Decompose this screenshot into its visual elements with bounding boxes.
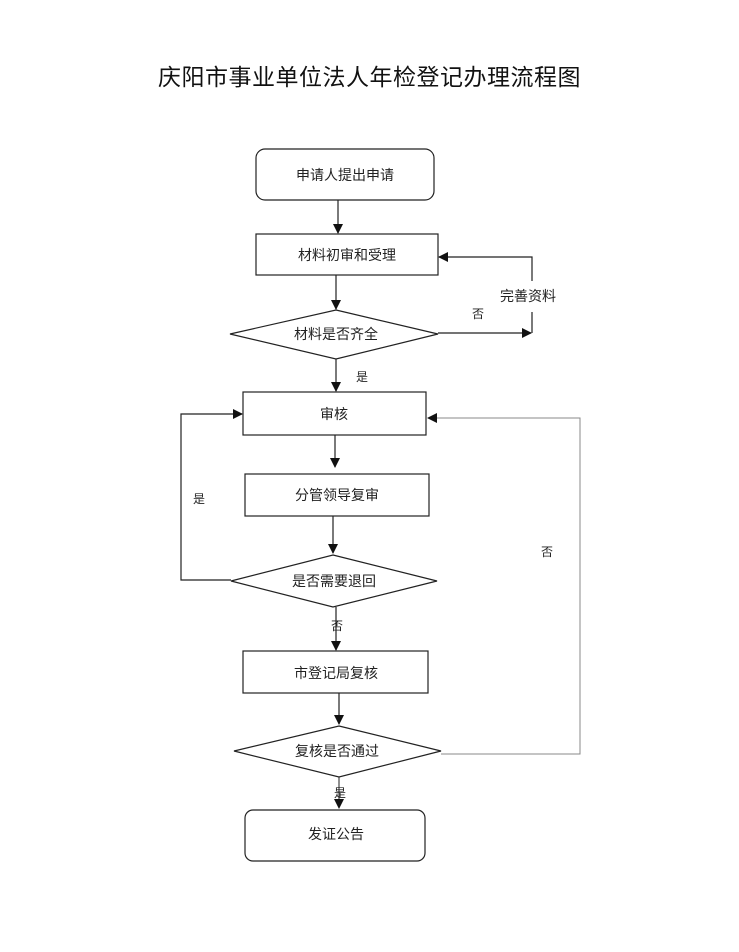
node-leader-review: 分管领导复审 (244, 473, 430, 517)
edge-return-yes (180, 409, 243, 581)
edge-label-return-yes: 是 (193, 492, 205, 506)
decision-materials-complete-label: 材料是否齐全 (294, 326, 378, 343)
node-leader-review-label: 分管领导复审 (295, 487, 379, 504)
decision-need-return: 是否需要退回 (230, 554, 438, 608)
edge-passed-no (427, 413, 581, 755)
decision-review-passed-label: 复核是否通过 (295, 743, 379, 760)
edge-label-passed-yes: 是 (334, 786, 346, 800)
edge-label-materials-yes: 是 (356, 370, 368, 384)
node-city-review: 市登记局复核 (242, 650, 429, 694)
edge-label-improve-materials: 完善资料 (500, 289, 556, 305)
edge-label-materials-no: 否 (472, 307, 484, 321)
node-review-label: 审核 (320, 407, 348, 423)
edge-label-passed-no: 否 (541, 545, 553, 559)
decision-review-passed: 复核是否通过 (233, 725, 442, 778)
node-apply: 申请人提出申请 (255, 148, 435, 201)
edge-improve-materials (439, 257, 533, 333)
decision-need-return-label: 是否需要退回 (292, 574, 376, 590)
node-issue-notice-label: 发证公告 (308, 827, 364, 843)
node-apply-label: 申请人提出申请 (296, 168, 394, 184)
node-initial-review-label: 材料初审和受理 (298, 247, 396, 264)
edge-label-return-no: 否 (331, 619, 343, 633)
flowchart-title: 庆阳市事业单位法人年检登记办理流程图 (158, 65, 581, 91)
node-issue-notice: 发证公告 (244, 809, 426, 862)
node-city-review-label: 市登记局复核 (294, 665, 378, 682)
node-initial-review: 材料初审和受理 (255, 233, 439, 276)
node-review: 审核 (242, 391, 427, 436)
decision-materials-complete: 材料是否齐全 (229, 309, 439, 360)
